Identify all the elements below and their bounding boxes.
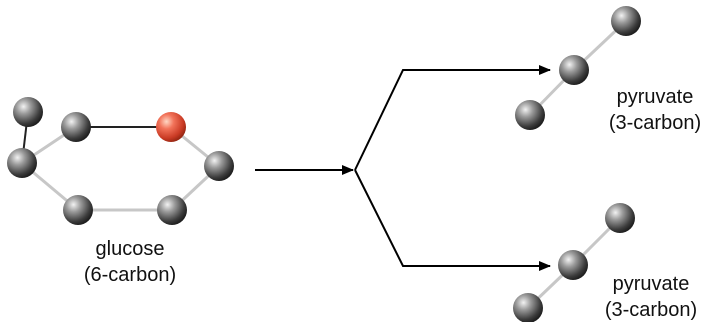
glucose-carbon-count: (6-carbon) [83, 264, 177, 286]
carbon-atom [559, 55, 589, 85]
pyruvate-carbon-count: (3-carbon) [604, 299, 698, 321]
carbon-atom [63, 195, 93, 225]
pyruvate-molecule-bottom [513, 203, 635, 322]
carbon-atom [13, 97, 43, 127]
carbon-atom [157, 195, 187, 225]
glucose-bonds [21, 111, 221, 212]
carbon-atom [558, 250, 588, 280]
pyruvate-molecule-top [515, 6, 641, 130]
carbon-atom [605, 203, 635, 233]
oxygen-atom [156, 112, 186, 142]
carbon-atom [61, 112, 91, 142]
carbon-atom [7, 148, 37, 178]
top-branch-arrow [354, 65, 551, 171]
pyruvate-name: pyruvate [616, 86, 694, 108]
bottom-branch-arrow [354, 169, 551, 271]
carbon-atom [204, 151, 234, 181]
glucose-label: glucose (6-carbon) [70, 236, 190, 288]
carbon-atom [515, 100, 545, 130]
carbon-atom [513, 293, 543, 322]
carbon-atom [611, 6, 641, 36]
glucose-name: glucose [95, 238, 165, 260]
reaction-arrows [255, 65, 551, 271]
glucose-molecule [7, 97, 234, 225]
pyruvate-label-top: pyruvate (3-carbon) [600, 84, 708, 136]
pyruvate-label-bottom: pyruvate (3-carbon) [596, 271, 706, 322]
pyruvate-carbon-count: (3-carbon) [608, 112, 702, 134]
pyruvate-name: pyruvate [612, 273, 690, 295]
